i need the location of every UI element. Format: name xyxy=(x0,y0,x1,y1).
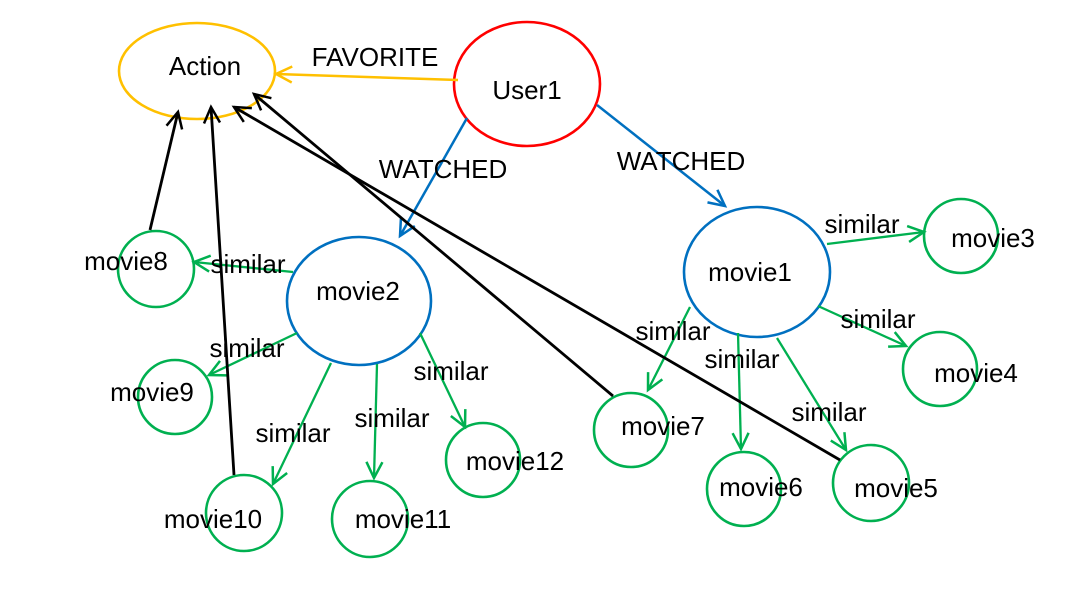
node-movie2-label: movie2 xyxy=(316,276,400,306)
node-movie10-label: movie10 xyxy=(164,504,262,534)
edge-watched-user1-movie1 xyxy=(596,104,728,208)
edge-favorite-user1-action xyxy=(273,65,459,84)
edge-similar-movie2-movie9 xyxy=(206,331,298,377)
edge-similar-movie2-movie8 xyxy=(191,254,294,274)
edge-watched-user1-movie2 xyxy=(398,117,469,239)
node-movie4 xyxy=(901,330,979,408)
edge-similar-movie8-label: similar xyxy=(210,249,285,279)
node-movie5 xyxy=(831,443,911,523)
node-movie1-label: movie1 xyxy=(708,257,792,287)
edge-similar-movie2-movie12 xyxy=(418,332,467,430)
edge-labels-layer: FAVORITE WATCHED WATCHED similar similar… xyxy=(209,42,915,448)
node-movie6-label: movie6 xyxy=(719,472,803,502)
edge-similar-movie11-label: similar xyxy=(354,403,429,433)
node-movie3-label: movie3 xyxy=(951,223,1035,253)
node-movie8-label: movie8 xyxy=(84,246,168,276)
edges-layer xyxy=(148,65,927,487)
node-movie11 xyxy=(330,479,410,559)
node-user1 xyxy=(452,20,602,148)
node-user1-label: User1 xyxy=(492,75,561,105)
node-movie1 xyxy=(682,205,832,339)
node-movie2 xyxy=(285,235,433,367)
edge-similar-movie6-label: similar xyxy=(704,344,779,374)
edge-watched-movie2-label: WATCHED xyxy=(379,154,508,184)
node-movie11-label: movie11 xyxy=(355,504,451,534)
edge-similar-movie2-movie10 xyxy=(271,362,333,487)
node-movie9 xyxy=(136,358,214,436)
node-movie12 xyxy=(444,421,522,499)
edge-movie5-action xyxy=(231,105,841,462)
node-movie6 xyxy=(705,450,783,528)
nodes-layer xyxy=(116,20,1000,559)
edge-movie10-action xyxy=(202,104,236,476)
edge-similar-movie1-movie6 xyxy=(731,332,750,452)
node-movie7-label: movie7 xyxy=(621,411,705,441)
edge-similar-movie3-label: similar xyxy=(824,209,899,239)
edge-favorite-label: FAVORITE xyxy=(312,42,439,72)
node-movie9-label: movie9 xyxy=(110,377,194,407)
edge-similar-movie1-movie3 xyxy=(826,224,927,246)
node-labels-layer: Action User1 movie1 movie2 movie3 movie4… xyxy=(84,51,1035,534)
node-movie4-label: movie4 xyxy=(934,358,1018,388)
edge-watched-movie1-label: WATCHED xyxy=(617,146,746,176)
node-movie12-label: movie12 xyxy=(466,446,564,476)
edge-similar-movie2-movie11 xyxy=(365,363,384,481)
edge-similar-movie10-label: similar xyxy=(255,418,330,448)
node-movie5-label: movie5 xyxy=(854,473,938,503)
edge-similar-movie9-label: similar xyxy=(209,333,284,363)
edge-similar-movie1-movie5 xyxy=(776,337,848,453)
edge-similar-movie12-label: similar xyxy=(413,356,488,386)
edge-movie7-action xyxy=(251,92,614,398)
edge-similar-movie1-movie4 xyxy=(817,304,909,348)
edge-similar-movie1-movie7 xyxy=(646,306,692,393)
edge-movie8-action xyxy=(148,109,184,231)
node-movie10 xyxy=(204,473,284,553)
node-movie7 xyxy=(592,391,670,469)
node-action-label: Action xyxy=(169,51,241,81)
edge-similar-movie5-label: similar xyxy=(791,397,866,427)
edge-similar-movie7-label: similar xyxy=(635,316,710,346)
edge-similar-movie4-label: similar xyxy=(840,304,915,334)
